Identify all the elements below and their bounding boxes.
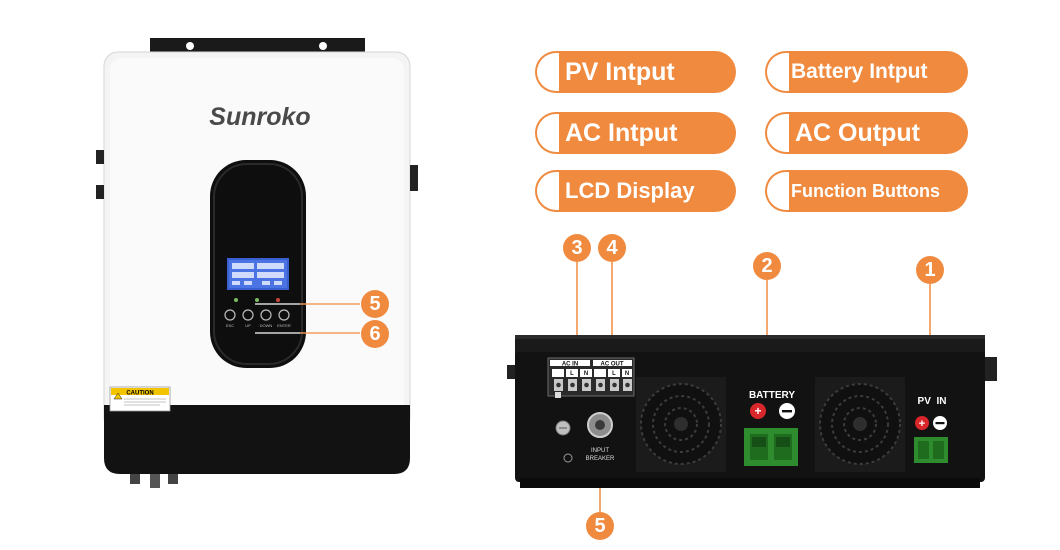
ac-in-label: AC IN xyxy=(562,362,578,368)
caution-label: CAUTION xyxy=(126,391,153,397)
breaker-label-line2: BREAKER xyxy=(586,456,615,462)
terminal-letter-1: L xyxy=(570,371,574,377)
inverter-front-view: CAUTION Sunroko xyxy=(96,38,418,488)
brand-logo: Sunroko xyxy=(209,103,310,131)
key-label-down: DOWN xyxy=(260,323,273,328)
callout-badge-1: 1 xyxy=(916,256,944,284)
cooling-fan-right xyxy=(815,377,905,472)
down-button xyxy=(260,309,272,321)
callout-badge-3: 3 xyxy=(563,234,591,262)
legend-battery-input: Battery Intput xyxy=(765,51,968,93)
legend-function-buttons: Function Buttons xyxy=(765,170,968,212)
legend-ac-output: AC Output xyxy=(765,112,968,154)
pv-in-label: PV IN xyxy=(918,396,947,407)
battery-label: BATTERY xyxy=(749,390,795,401)
esc-button xyxy=(224,309,236,321)
callout-badge-2: 2 xyxy=(753,252,781,280)
svg-text:+: + xyxy=(919,418,925,430)
legend-ac-input: AC Intput xyxy=(535,112,736,154)
callout-badge-4: 4 xyxy=(598,234,626,262)
inverter-bottom-view: AC IN AC OUT L N L N INPUT BREAKER xyxy=(507,262,997,512)
terminal-letter-4: N xyxy=(625,371,629,377)
up-button xyxy=(242,309,254,321)
cooling-fan-left xyxy=(636,377,726,472)
ac-out-label: AC OUT xyxy=(601,362,624,368)
callout-badge-6-front: 6 xyxy=(361,320,389,348)
breaker-label-line1: INPUT xyxy=(591,448,609,454)
key-label-enter: ENTER xyxy=(277,323,291,328)
legend-lcd-display: LCD Display xyxy=(535,170,736,212)
callout-badge-5-bottom: 5 xyxy=(586,512,614,540)
key-label-esc: ESC xyxy=(226,323,234,328)
terminal-letter-3: L xyxy=(612,371,616,377)
svg-text:+: + xyxy=(754,404,761,418)
enter-button xyxy=(278,309,290,321)
legend-pv-input: PV Intput xyxy=(535,51,736,93)
key-label-up: UP xyxy=(245,323,251,328)
terminal-letter-2: N xyxy=(584,371,588,377)
callout-badge-5-front: 5 xyxy=(361,290,389,318)
